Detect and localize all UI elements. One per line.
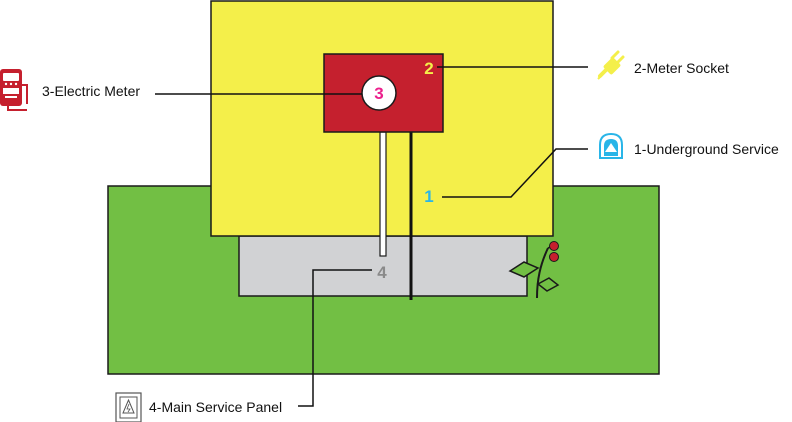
plant-icon bbox=[508, 241, 560, 299]
leader-underground bbox=[442, 148, 588, 198]
electric-meter bbox=[361, 75, 397, 111]
number-underground: 1 bbox=[424, 187, 433, 206]
number-socket: 2 bbox=[424, 59, 433, 78]
number-meter: 3 bbox=[374, 84, 383, 103]
label-electric-meter: 3-Electric Meter bbox=[42, 83, 140, 99]
plug-icon bbox=[597, 50, 625, 80]
number-panel: 4 bbox=[377, 263, 387, 282]
conduit bbox=[379, 131, 387, 257]
underground-service-icon bbox=[599, 132, 623, 159]
service-panel-icon bbox=[115, 392, 142, 422]
label-meter-socket: 2-Meter Socket bbox=[634, 60, 729, 76]
leader-panel bbox=[298, 269, 372, 407]
electric-meter-icon bbox=[0, 69, 28, 111]
label-underground-service: 1-Underground Service bbox=[634, 141, 779, 157]
label-main-service-panel: 4-Main Service Panel bbox=[149, 399, 282, 415]
